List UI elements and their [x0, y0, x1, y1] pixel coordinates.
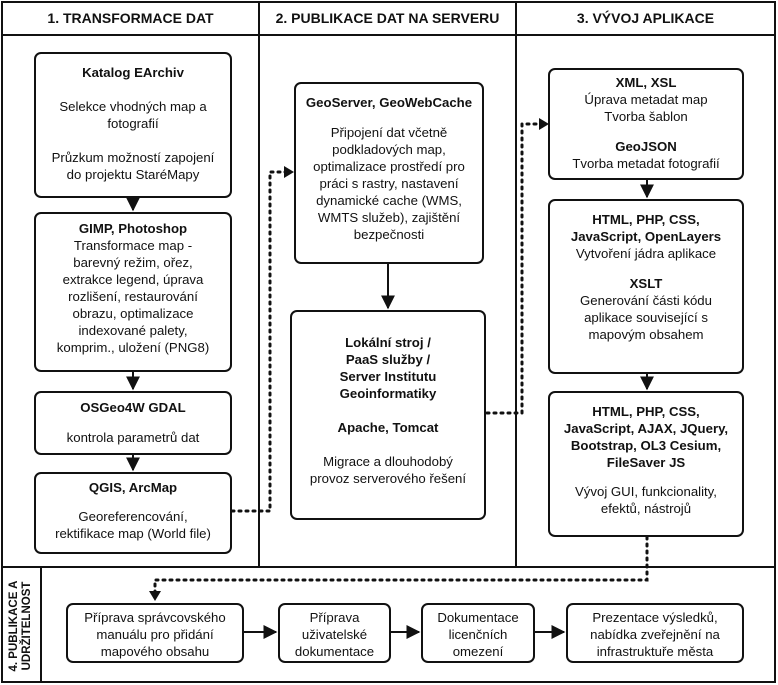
- box-text: Prezentace výsledků,: [592, 610, 718, 625]
- box-text: omezení: [452, 644, 504, 659]
- box-title: FileSaver JS: [606, 455, 686, 470]
- column-header-publikace: 2. PUBLIKACE DAT NA SERVERU: [275, 10, 500, 26]
- box-title: XSLT: [629, 276, 663, 291]
- box-uzivatelska-dokumentace: Příprava uživatelské dokumentace: [278, 603, 391, 663]
- box-geoserver: GeoServer, GeoWebCache Připojení dat vče…: [294, 82, 484, 264]
- box-text: komprim., uložení (PNG8): [56, 340, 210, 355]
- box-text: mapového obsahu: [100, 644, 210, 659]
- box-text: manuálu pro přidání: [96, 627, 214, 642]
- box-text: Migrace a dlouhodobý: [323, 454, 453, 469]
- box-text: efektů, nástrojů: [600, 501, 692, 516]
- column-header-transformace: 1. TRANSFORMACE DAT: [47, 10, 214, 26]
- box-text: WMTS služeb), zajištění: [317, 210, 461, 225]
- box-gimp-photoshop: GIMP, Photoshop Transformace map - barev…: [34, 212, 232, 372]
- box-text: Příprava správcovského: [84, 610, 226, 625]
- box-text: indexované palety,: [78, 323, 188, 338]
- box-text: uživatelské: [301, 627, 368, 642]
- box-text: barevný režim, ořez,: [73, 255, 193, 270]
- box-text: extrakce legend, úprava: [62, 272, 204, 287]
- box-title: GeoServer, GeoWebCache: [305, 95, 473, 110]
- box-katalog-earchiv: Katalog EArchiv Selekce vhodných map a f…: [34, 52, 232, 198]
- box-text: Příprava: [309, 610, 360, 625]
- box-text: Selekce vhodných map a: [59, 99, 207, 114]
- box-text: rektifikace map (World file): [55, 526, 211, 541]
- box-html-gui: HTML, PHP, CSS, JavaScript, AJAX, JQuery…: [548, 391, 744, 537]
- box-text: aplikace související s: [584, 310, 708, 325]
- box-text: Připojení dat včetně: [330, 125, 448, 140]
- box-text: Transformace map -: [73, 238, 193, 253]
- box-qgis-arcmap: QGIS, ArcMap Georeferencování, rektifika…: [34, 472, 232, 554]
- box-title: Server Institutu: [339, 369, 437, 384]
- box-xml-xsl: XML, XSL Úprava metadat map Tvorba šablo…: [548, 68, 744, 180]
- arrowhead-geoserver: [284, 166, 294, 178]
- box-title: Geoinformatiky: [339, 386, 437, 401]
- box-prezentace-vysledku: Prezentace výsledků, nabídka zveřejnění …: [566, 603, 744, 663]
- box-text: bezpečnosti: [353, 227, 425, 242]
- box-title: PaaS služby /: [345, 352, 431, 367]
- box-title: Lokální stroj /: [345, 335, 431, 350]
- box-spravcovsky-manual: Příprava správcovského manuálu pro přidá…: [66, 603, 244, 663]
- box-title: JavaScript, OpenLayers: [570, 229, 722, 244]
- box-text: fotografií: [107, 116, 159, 131]
- box-text: Vytvoření jádra aplikace: [575, 246, 717, 261]
- box-text: provoz serverového řešení: [309, 471, 467, 486]
- box-title: GeoJSON: [615, 139, 677, 154]
- box-text: obrazu, optimalizace: [72, 306, 194, 321]
- arrowhead-xml: [539, 118, 549, 130]
- box-text: kontrola parametrů dat: [66, 430, 200, 445]
- box-text: rozlišení, restaurování: [68, 289, 198, 304]
- box-text: dynamické cache (WMS,: [316, 193, 462, 208]
- arrowhead-row4: [149, 591, 161, 601]
- box-licencni-omezeni: Dokumentace licenčních omezení: [421, 603, 535, 663]
- row-header-publikace-udrzitelnost: 4. PUBLIKACE A UDRŽITELNOST: [1, 570, 41, 682]
- box-text: Úprava metadat map: [584, 92, 708, 107]
- box-text: Generování části kódu: [580, 293, 712, 308]
- box-text: Dokumentace: [437, 610, 519, 625]
- dotted-qgis-to-geoserver: [230, 170, 288, 513]
- box-title: Apache, Tomcat: [337, 420, 439, 435]
- box-title: GIMP, Photoshop: [78, 221, 188, 236]
- row-header-line1: 4. PUBLIKACE A: [8, 580, 20, 672]
- box-text: podkladových map,: [332, 142, 446, 157]
- box-text: práci s rastry, nastavení: [319, 176, 459, 191]
- box-title: JavaScript, AJAX, JQuery,: [563, 421, 729, 436]
- box-title: HTML, PHP, CSS,: [592, 404, 700, 419]
- box-title: HTML, PHP, CSS,: [592, 212, 700, 227]
- box-text: licenčních: [448, 627, 508, 642]
- box-text: do projektu StaréMapy: [66, 167, 200, 182]
- box-title: XML, XSL: [615, 75, 677, 90]
- box-text: Vývoj GUI, funkcionality,: [575, 484, 717, 499]
- box-text: dokumentace: [294, 644, 375, 659]
- box-title: Bootstrap, OL3 Cesium,: [570, 438, 722, 453]
- box-osgeo-gdal: OSGeo4W GDAL kontrola parametrů dat: [34, 391, 232, 455]
- box-title: OSGeo4W GDAL: [80, 400, 186, 415]
- box-title: QGIS, ArcMap: [88, 480, 178, 495]
- dotted-server-to-xml: [485, 122, 542, 415]
- box-text: Georeferencování,: [78, 509, 188, 524]
- box-text: Průzkum možností zapojení: [51, 150, 215, 165]
- box-text: Tvorba šablon: [604, 109, 688, 124]
- row-header-line2: UDRŽITELNOST: [21, 581, 33, 671]
- box-text: optimalizace prostředí pro: [313, 159, 465, 174]
- box-html-openlayers: HTML, PHP, CSS, JavaScript, OpenLayers V…: [548, 199, 744, 374]
- box-text: nabídka zveřejnění na: [590, 627, 720, 642]
- box-text: Tvorba metadat fotografií: [572, 156, 720, 171]
- dotted-html2-to-row4: [153, 535, 649, 594]
- box-text: mapovým obsahem: [588, 327, 704, 342]
- box-text: infrastruktuře města: [596, 644, 714, 659]
- box-title: Katalog EArchiv: [82, 65, 184, 80]
- box-server-hosting: Lokální stroj / PaaS služby / Server Ins…: [290, 310, 486, 520]
- column-header-vyvoj: 3. VÝVOJ APLIKACE: [576, 10, 715, 26]
